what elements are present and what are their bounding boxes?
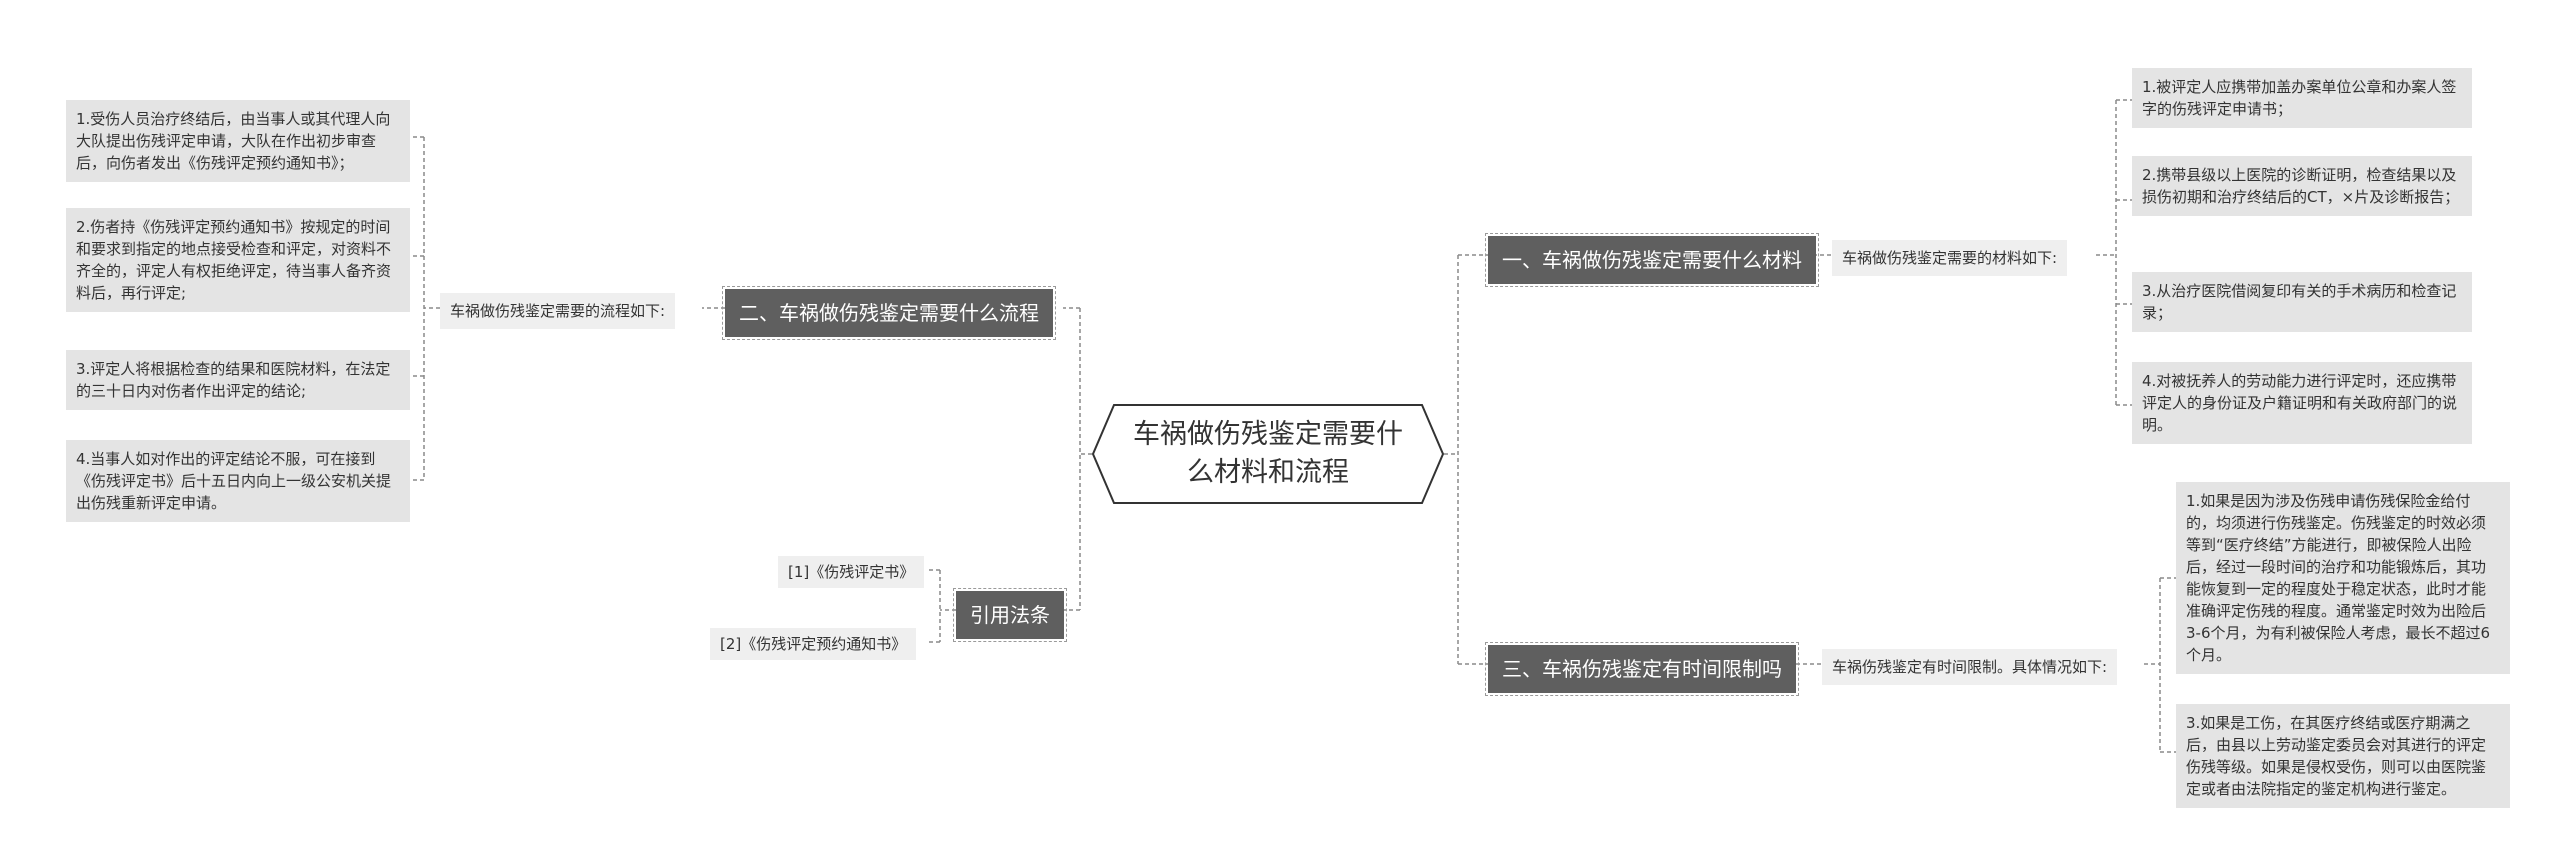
link-time-items bbox=[2144, 577, 2176, 753]
time-limit-intro[interactable]: 车祸伤残鉴定有时间限制。具体情况如下: bbox=[1822, 649, 2118, 685]
link-references-items bbox=[926, 569, 956, 643]
materials-item-1[interactable]: 1.被评定人应携带加盖办案单位公章和办案人签字的伤残评定申请书； bbox=[2132, 68, 2472, 128]
central-topic[interactable]: 车祸做伤残鉴定需要什么材料和流程 bbox=[1092, 404, 1444, 504]
link-materials-items bbox=[2096, 99, 2132, 406]
process-item-1[interactable]: 1.受伤人员治疗终结后，由当事人或其代理人向大队提出伤残评定申请，大队在作出初步… bbox=[66, 100, 410, 182]
process-intro[interactable]: 车祸做伤残鉴定需要的流程如下: bbox=[440, 293, 676, 329]
reference-item-1[interactable]: [1]《伤残评定书》 bbox=[778, 556, 925, 588]
branch-process[interactable]: 二、车祸做伤残鉴定需要什么流程 bbox=[722, 286, 1056, 340]
central-topic-title: 车祸做伤残鉴定需要什么材料和流程 bbox=[1133, 419, 1403, 488]
link-center-right-trunk bbox=[1444, 255, 1459, 664]
link-center-left-trunk bbox=[1079, 308, 1092, 610]
process-item-2[interactable]: 2.伤者持《伤残评定预约通知书》按规定的时间和要求到指定的地点接受检查和评定，对… bbox=[66, 208, 410, 312]
materials-item-2[interactable]: 2.携带县级以上医院的诊断证明，检查结果以及损伤初期和治疗终结后的CT，×片及诊… bbox=[2132, 156, 2472, 216]
reference-item-2[interactable]: [2]《伤残评定预约通知书》 bbox=[710, 628, 917, 660]
branch-materials[interactable]: 一、车祸做伤残鉴定需要什么材料 bbox=[1485, 233, 1819, 287]
materials-intro[interactable]: 车祸做伤残鉴定需要的材料如下: bbox=[1832, 240, 2068, 276]
process-item-3[interactable]: 3.评定人将根据检查的结果和医院材料，在法定的三十日内对伤者作出评定的结论; bbox=[66, 350, 410, 410]
time-limit-item-2[interactable]: 3.如果是工伤，在其医疗终结或医疗期满之后，由县以上劳动鉴定委员会对其进行的评定… bbox=[2176, 704, 2510, 808]
materials-item-4[interactable]: 4.对被抚养人的劳动能力进行评定时，还应携带评定人的身份证及户籍证明和有关政府部… bbox=[2132, 362, 2472, 444]
materials-item-3[interactable]: 3.从治疗医院借阅复印有关的手术病历和检查记录； bbox=[2132, 272, 2472, 332]
process-item-4[interactable]: 4.当事人如对作出的评定结论不服，可在接到《伤残评定书》后十五日内向上一级公安机… bbox=[66, 440, 410, 522]
link-process-items bbox=[410, 136, 440, 481]
time-limit-item-1[interactable]: 1.如果是因为涉及伤残申请伤残保险金给付的，均须进行伤残鉴定。伤残鉴定的时效必须… bbox=[2176, 482, 2510, 674]
branch-time-limit[interactable]: 三、车祸伤残鉴定有时间限制吗 bbox=[1485, 642, 1799, 696]
branch-references[interactable]: 引用法条 bbox=[953, 588, 1067, 642]
